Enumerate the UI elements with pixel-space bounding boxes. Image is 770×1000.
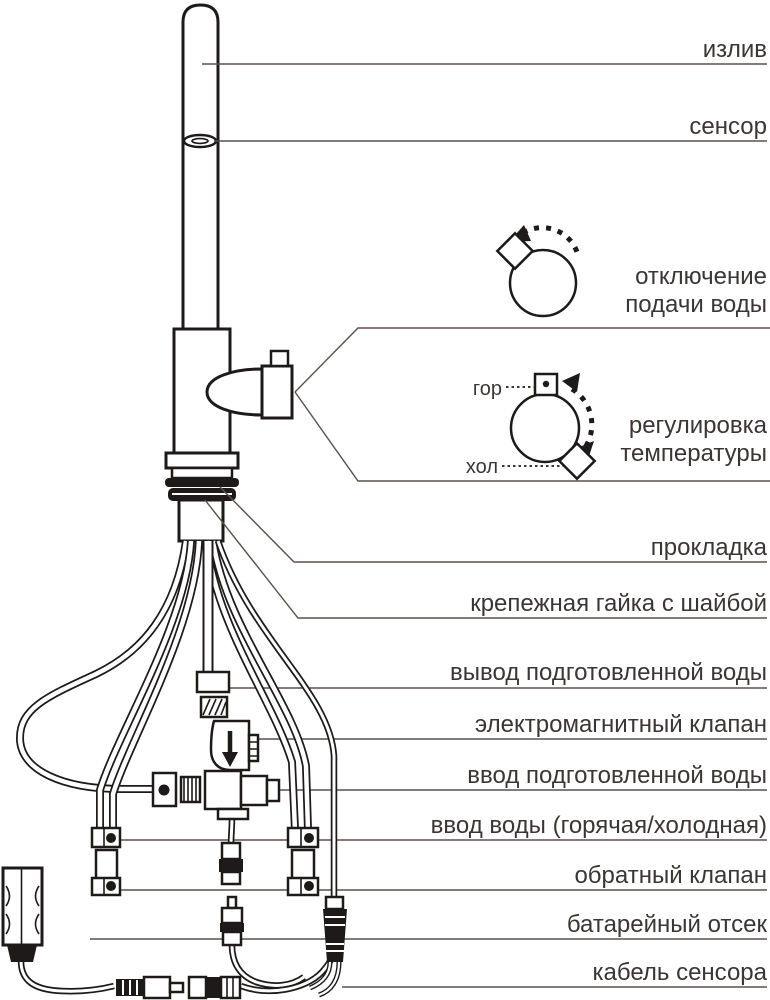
left-hose-1 xyxy=(97,540,194,830)
right-coupling xyxy=(290,848,316,881)
handle-block xyxy=(260,364,294,420)
label-check-valve: обратный клапан xyxy=(574,862,767,889)
inline-plug-tip xyxy=(220,870,242,886)
label-cold: хол xyxy=(466,456,498,478)
sensor-connector-ribs xyxy=(325,916,345,952)
inline-connector-group xyxy=(219,841,244,947)
inline-jack-band xyxy=(220,923,244,932)
right-inlet-column xyxy=(286,826,320,897)
label-battery: батарейный отсек xyxy=(567,911,768,938)
label-inlet-prepared: ввод подготовленной воды xyxy=(467,762,767,789)
socket-plug-front xyxy=(187,975,208,1000)
inlet-manifold-tab xyxy=(216,807,250,821)
label-water-inlet: ввод воды (горячая/холодная) xyxy=(431,812,767,839)
left-inlet-column xyxy=(90,826,122,897)
battery-plug-body xyxy=(142,975,172,1000)
sensor-connector-body xyxy=(323,909,347,962)
right-hose-2 xyxy=(210,540,311,831)
leader-handle-top xyxy=(294,327,770,393)
label-shutoff-1: отключение xyxy=(635,263,767,290)
left-check-screw xyxy=(106,881,116,891)
spout-tube xyxy=(181,3,220,334)
socket-plug-band xyxy=(206,977,221,998)
valve-assembly-group xyxy=(151,670,281,821)
outlet-connector xyxy=(195,670,231,694)
leader-mounting-nut xyxy=(204,499,767,619)
labels-group: излив сенсор отключение подачи воды регу… xyxy=(431,36,768,986)
mounting-shank xyxy=(177,498,225,543)
battery-cable xyxy=(19,960,115,993)
temp-handle xyxy=(557,441,597,481)
label-sensor: сенсор xyxy=(689,113,767,140)
right-check-screw xyxy=(304,881,314,891)
battery-clips xyxy=(5,885,40,935)
sensor-window xyxy=(182,133,218,149)
leader-gasket xyxy=(219,486,767,563)
inlet-manifold-nub xyxy=(265,778,281,803)
sensor-cable xyxy=(216,540,336,900)
inline-plug-collar xyxy=(220,841,242,861)
left-hose-2 xyxy=(110,540,202,830)
shutoff-handle xyxy=(495,231,535,271)
label-gasket: прокладка xyxy=(651,534,768,561)
connector-tail-2 xyxy=(318,961,341,997)
label-temp-1: регулировка xyxy=(629,412,768,439)
label-outlet: вывод подготовленной воды xyxy=(450,659,767,686)
inlet-manifold-right xyxy=(239,774,269,807)
socket-plug-back xyxy=(219,975,242,1000)
thread-hatch xyxy=(202,698,227,716)
label-hot: гор xyxy=(473,378,502,400)
label-sensor-cable: кабель сенсора xyxy=(593,959,768,986)
faucet-spout-group xyxy=(164,3,294,543)
jack-cable xyxy=(230,944,305,987)
terminal-ribs xyxy=(249,741,258,757)
handle-bullet xyxy=(205,367,264,417)
sensor-window-inner xyxy=(191,137,209,145)
bottom-plugs-group xyxy=(116,975,242,1000)
label-mounting-nut: крепежная гайка с шайбой xyxy=(470,590,767,617)
label-spout: излив xyxy=(703,36,767,63)
battery-plug-tip xyxy=(168,981,185,994)
left-coupling xyxy=(94,848,119,881)
inline-jack-pin xyxy=(226,895,238,910)
inline-jack-base xyxy=(221,930,243,947)
battery-compartment-group xyxy=(1,866,44,962)
left-inlet-screw xyxy=(106,833,116,843)
label-solenoid: электромагнитный клапан xyxy=(475,711,767,738)
temp-arrow-top xyxy=(562,373,580,392)
sensor-connector-collar xyxy=(324,895,345,911)
loop-hose xyxy=(17,540,189,792)
inline-jack-body xyxy=(220,906,244,925)
battery-box xyxy=(1,866,44,947)
valve-arrow-head xyxy=(222,752,238,767)
handle-nub xyxy=(269,349,290,368)
base-ring xyxy=(170,466,234,480)
base-flange xyxy=(164,451,240,470)
shutoff-knob xyxy=(508,248,578,318)
inlet-thread-hatch xyxy=(183,778,197,801)
washer xyxy=(165,478,239,487)
right-inlet-screw xyxy=(304,833,314,843)
connector-tail-1 xyxy=(309,961,332,990)
leader-lines xyxy=(90,63,770,988)
temperature-dial xyxy=(502,372,597,481)
temp-arrow-bottom xyxy=(577,441,594,459)
leader-handle-bottom xyxy=(294,391,770,482)
hot-stop-dot xyxy=(542,380,550,388)
label-temp-2: температуры xyxy=(620,440,767,467)
water-shutoff-dial xyxy=(495,225,580,318)
inlet-screw xyxy=(158,784,170,796)
inlet-manifold xyxy=(203,769,243,811)
sensor-cable-connector-group xyxy=(323,895,347,962)
valve-cable xyxy=(229,816,234,846)
label-shutoff-2: подачи воды xyxy=(625,291,767,318)
battery-gland xyxy=(7,945,37,962)
inline-plug-band xyxy=(219,859,243,872)
valve-thread-fitting xyxy=(199,695,229,719)
valve-terminal xyxy=(247,733,260,763)
